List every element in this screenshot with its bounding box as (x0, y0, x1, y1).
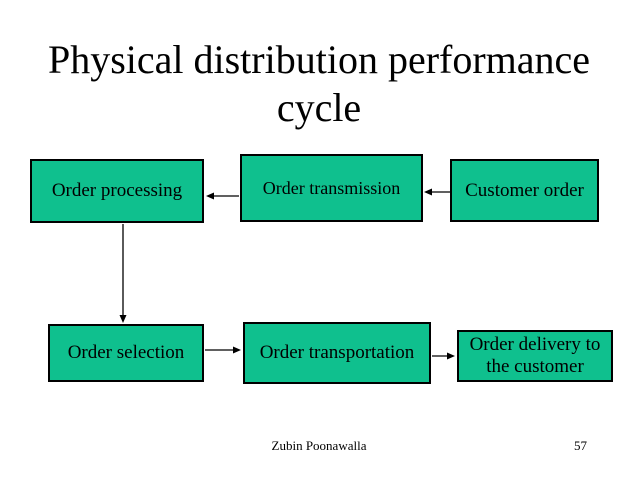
node-order-transmission-label: Order transmission (262, 178, 401, 198)
arrow-order-transportation-to-order-delivery (432, 352, 455, 360)
arrow-customer-order-to-order-transmission (424, 188, 451, 196)
node-order-transportation-label: Order transportation (259, 342, 415, 363)
node-order-selection: Order selection (48, 324, 204, 382)
footer-page-number: 57 (574, 438, 587, 453)
node-customer-order-label: Customer order (465, 179, 584, 201)
node-order-transmission: Order transmission (240, 154, 423, 222)
slide-title-line-1: Physical distribution performance (47, 37, 591, 82)
node-order-selection-label: Order selection (67, 342, 185, 363)
slide-title-line-2: cycle (276, 85, 362, 130)
node-order-processing: Order processing (30, 159, 204, 223)
node-customer-order: Customer order (450, 159, 599, 222)
slide-title: Physical distribution performance cycle (0, 36, 638, 132)
node-order-delivery-to-the-customer: Order delivery to the customer (457, 330, 613, 382)
arrow-order-processing-to-order-selection (119, 224, 127, 323)
node-order-transportation: Order transportation (243, 322, 431, 384)
node-order-delivery-label: Order delivery to the customer (469, 334, 601, 377)
arrow-order-transmission-to-order-processing (206, 192, 239, 200)
node-order-processing-label: Order processing (51, 180, 183, 201)
footer-author: Zubin Poonawalla (271, 438, 367, 453)
arrow-order-selection-to-order-transportation (205, 346, 241, 354)
